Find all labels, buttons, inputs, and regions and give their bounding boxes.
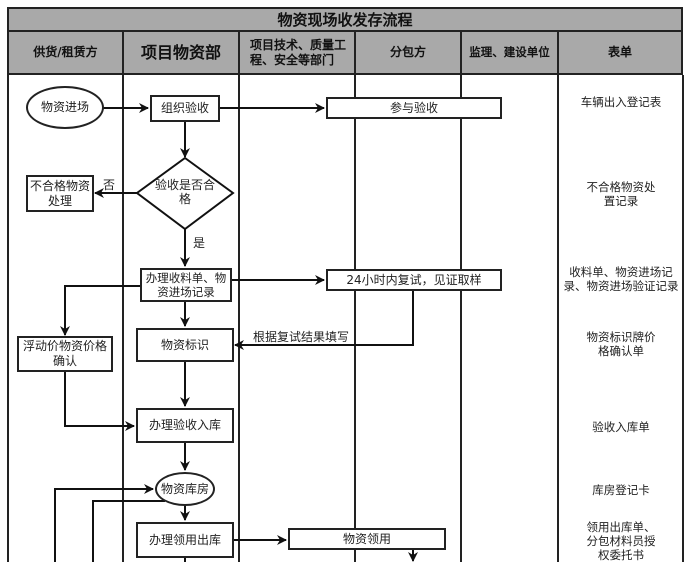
column-header-supplier: 供货/租赁方 bbox=[7, 32, 124, 75]
arrow-retest-to-marking bbox=[234, 290, 414, 350]
node-organize-acceptance: 组织验收 bbox=[150, 95, 220, 122]
edge-label-fill-by-retest: 根据复试结果填写 bbox=[253, 330, 350, 344]
column-header-tech-quality-dept: 项目技术、质量工程、安全等部门 bbox=[238, 32, 356, 75]
form-unqualified-record: 不合格物资处置记录 bbox=[586, 180, 656, 208]
node-material-requisition: 物资领用 bbox=[288, 528, 446, 550]
node-issue-out: 办理领用出库 bbox=[136, 522, 234, 558]
node-receiving-records: 办理收料单、物资进场记录 bbox=[140, 268, 232, 302]
node-unqualified-handling: 不合格物资处理 bbox=[26, 175, 94, 212]
node-retest-sampling: 24小时内复试，见证取样 bbox=[326, 269, 502, 291]
node-material-marking: 物资标识 bbox=[136, 328, 234, 362]
arrow-return-to-storeroom bbox=[54, 484, 154, 562]
node-arrival: 物资进场 bbox=[26, 86, 104, 129]
form-warehousing-slip: 验收入库单 bbox=[592, 420, 650, 434]
column-header-forms: 表单 bbox=[557, 32, 683, 75]
node-warehousing: 办理验收入库 bbox=[136, 408, 234, 443]
form-storeroom-card: 库房登记卡 bbox=[592, 483, 650, 497]
edge-label-yes: 是 bbox=[193, 236, 206, 250]
form-marking-price: 物资标识牌价格确认单 bbox=[586, 330, 656, 358]
line-storeroom-out bbox=[92, 500, 165, 562]
arrow-floating-price-to-warehousing bbox=[64, 372, 135, 431]
node-storeroom: 物资库房 bbox=[155, 472, 215, 506]
decision-diamond-shape bbox=[135, 156, 235, 231]
column-header-subcontractor: 分包方 bbox=[354, 32, 462, 75]
arrow-receiving-to-floating-price bbox=[60, 285, 140, 336]
edge-label-no: 否 bbox=[103, 178, 116, 192]
form-issue-slip: 领用出库单、分包材料员授权委托书 bbox=[586, 520, 656, 562]
diagram-title: 物资现场收发存流程 bbox=[7, 7, 683, 32]
form-vehicle-log: 车辆出入登记表 bbox=[580, 95, 662, 109]
node-decision-qualified: 验收是否合格 bbox=[154, 178, 215, 206]
node-participate-acceptance: 参与验收 bbox=[326, 97, 502, 119]
form-receiving-records: 收料单、物资进场记录、物资进场验证记录 bbox=[563, 265, 679, 293]
column-header-materials-dept: 项目物资部 bbox=[122, 32, 240, 75]
node-floating-price-confirm: 浮动价物资价格确认 bbox=[17, 336, 113, 372]
